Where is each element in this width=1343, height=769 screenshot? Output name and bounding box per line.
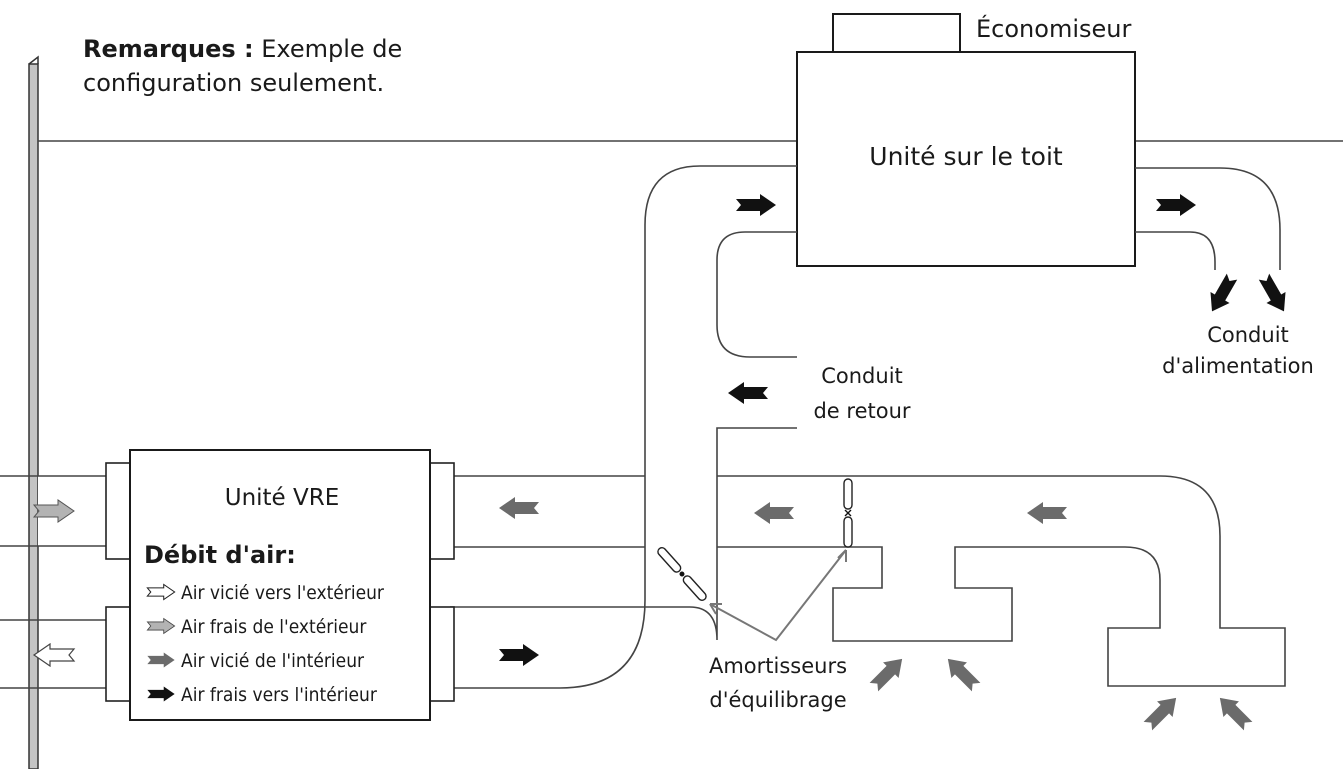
exterior-wall [28,55,39,769]
arrow-stale-5 [940,651,984,695]
note-line2: configuration seulement. [83,69,384,97]
arrow-fresh-in-3 [499,644,539,666]
legend-title: Débit d'air: [144,541,296,569]
arrow-stale-to-outside [33,643,75,667]
supply-duct-label-1: Conduit [1207,323,1289,347]
arrow-fresh-in-1 [736,194,776,216]
return-duct-label-1: Conduit [821,364,903,388]
economizer-label: Économiseur [976,14,1131,43]
airflow-legend: Débit d'air: Air vicié vers l'extérieur … [144,541,385,706]
arrow-stale-4 [866,651,910,695]
supply-duct-right [1135,167,1281,270]
return-duct-label-2: de retour [813,399,910,423]
arrow-stale-3 [1027,502,1067,524]
erv-unit-box [129,449,431,721]
rooftop-unit-box [796,51,1136,267]
supply-duct-label-2: d'alimentation [1162,354,1314,378]
note-line1: Remarques : Exemple de [83,35,402,63]
legend-item-1: Air vicié vers l'extérieur [181,582,385,604]
return-ducts [450,475,1286,687]
arrow-fresh-in-2 [1156,194,1196,216]
erv-unit-label: Unité VRE [225,485,340,511]
dampers-label-2: d'équilibrage [709,688,846,712]
legend-item-3: Air vicié de l'intérieur [181,650,365,672]
balancing-dampers [657,478,853,642]
arrow-return-black [728,382,768,404]
economizer-box [832,13,961,53]
erv-exterior-ducts [0,462,455,702]
dampers-label-1: Amortisseurs [709,654,847,678]
arrow-supply-out-left [1202,271,1242,317]
rooftop-unit-label: Unité sur le toit [869,142,1063,171]
arrow-stale-1 [499,497,539,519]
arrow-stale-6 [1140,690,1184,734]
legend-item-4: Air frais vers l'intérieur [181,684,378,706]
arrow-stale-2 [754,502,794,524]
fresh-air-duct [450,165,797,689]
arrow-stale-7 [1212,690,1256,734]
arrow-supply-out-right [1254,271,1294,317]
legend-item-2: Air frais de l'extérieur [181,616,367,638]
